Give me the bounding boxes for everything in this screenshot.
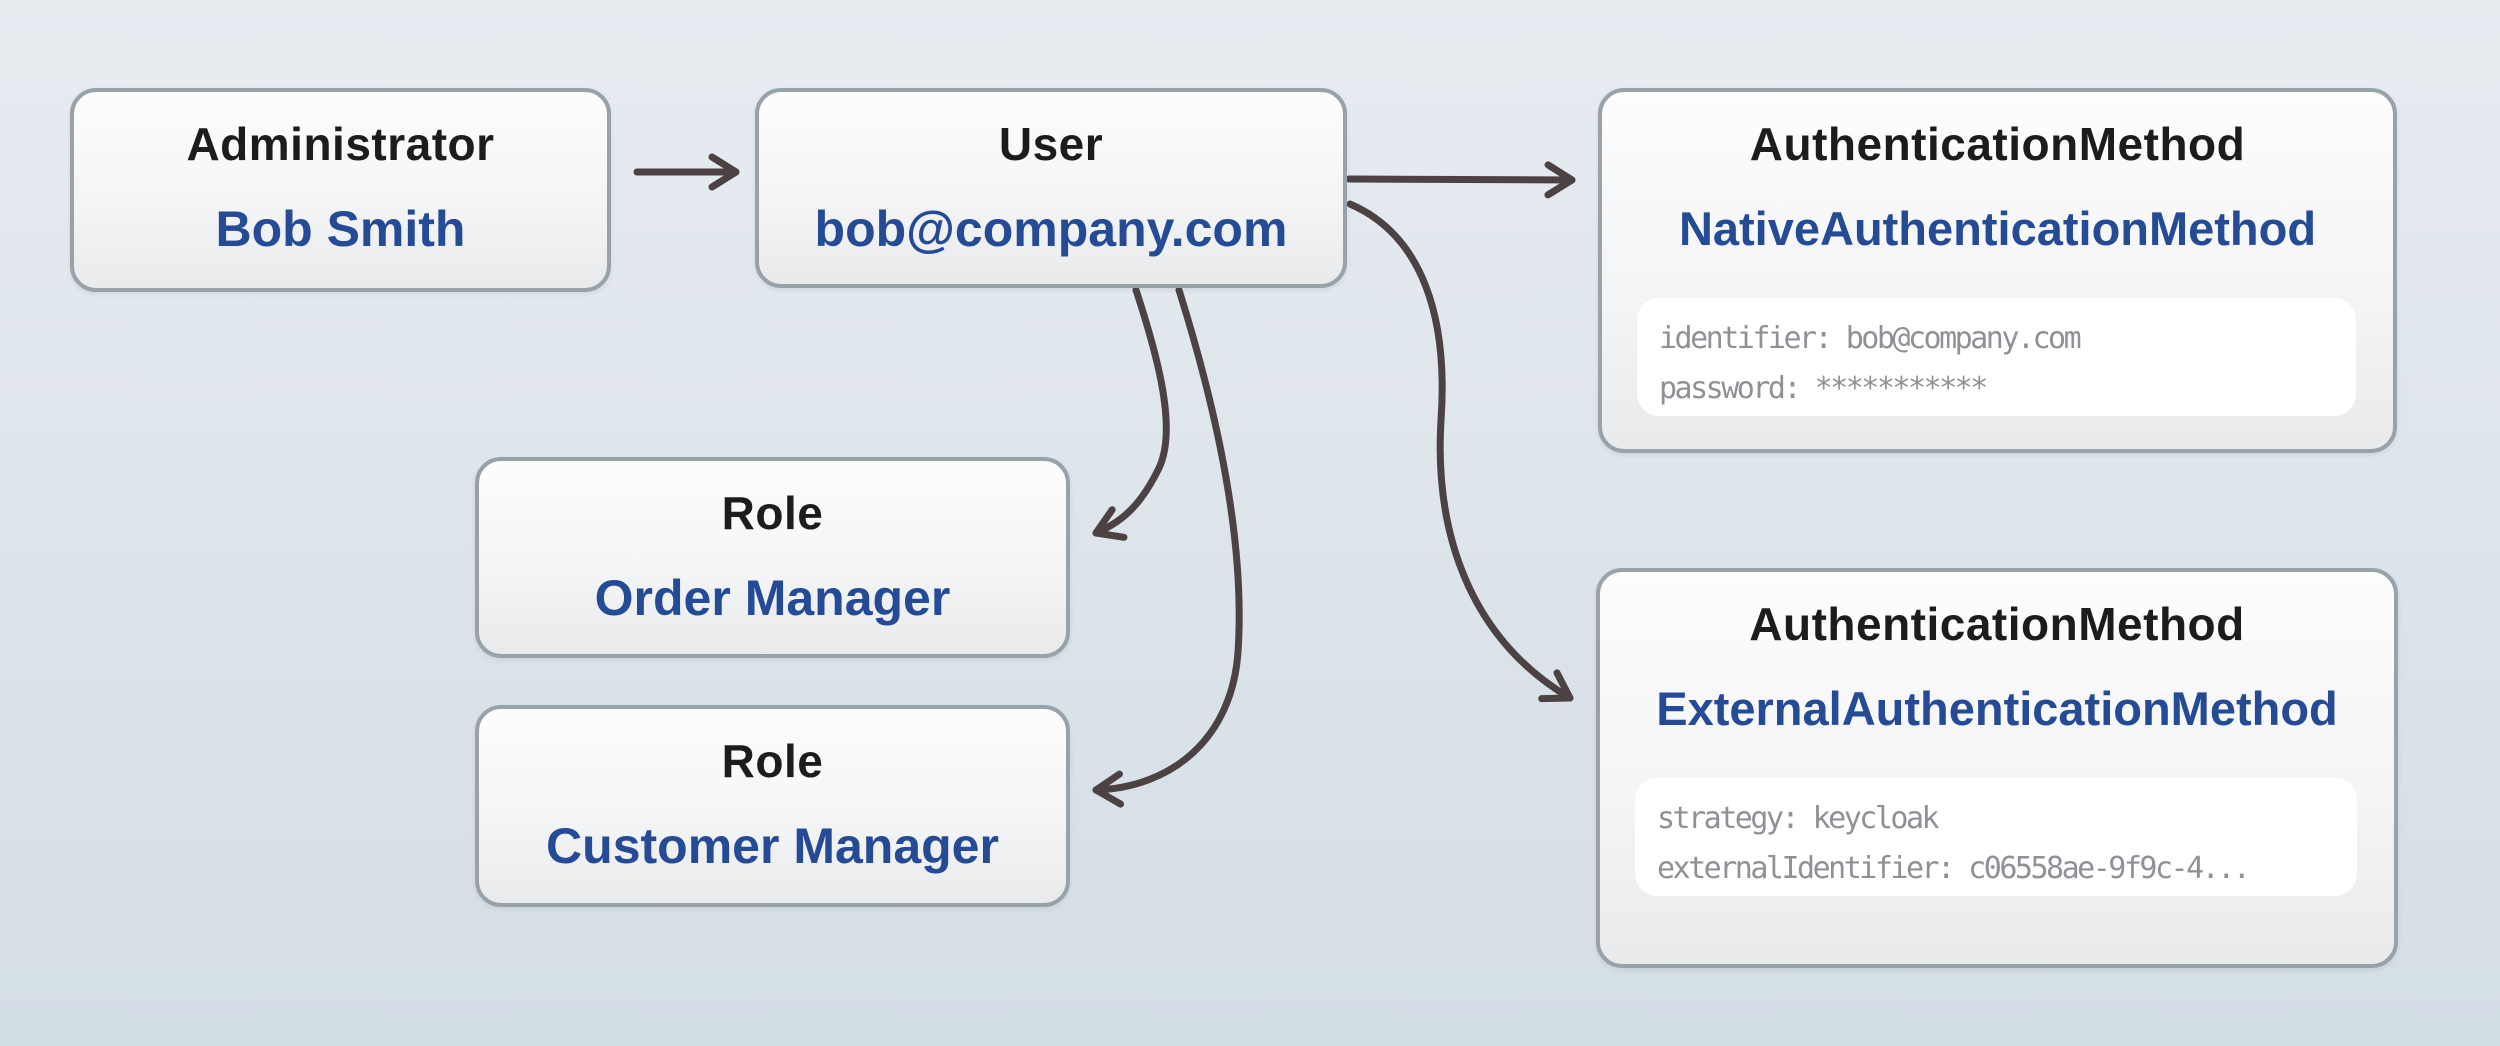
properties-panel: identifier: bob@company.com password: **… [1637, 298, 2356, 416]
node-name-label: Order Manager [594, 570, 951, 626]
node-administrator: Administrator Bob Smith [70, 88, 611, 292]
node-type-label: AuthenticationMethod [1749, 598, 2245, 650]
node-type-label: AuthenticationMethod [1749, 118, 2246, 170]
node-type-label: Administrator [186, 118, 495, 170]
node-role-order-manager: Role Order Manager [475, 457, 1070, 658]
node-name-label: bob@company.com [814, 201, 1288, 257]
properties-panel: strategy: keycloak externalIdentifier: c… [1635, 778, 2357, 896]
property-strategy: strategy: keycloak [1657, 801, 1940, 836]
property-password: password: *********** [1659, 371, 1988, 406]
node-name-label: Bob Smith [215, 201, 466, 257]
edge-user-to-external-auth [1346, 200, 1574, 703]
edge-user-to-native-auth [1345, 161, 1576, 199]
edge-user-to-role-order [1092, 286, 1170, 541]
node-name-label: NativeAuthenticationMethod [1678, 202, 2317, 255]
property-external-identifier: externalIdentifier: c06558ae-9f9c-4... [1657, 851, 2251, 886]
node-external-authentication-method: AuthenticationMethod ExternalAuthenticat… [1596, 568, 2398, 968]
node-type-label: Role [721, 735, 824, 787]
node-native-authentication-method: AuthenticationMethod NativeAuthenticatio… [1598, 88, 2397, 453]
node-type-label: User [998, 118, 1104, 170]
node-user: User bob@company.com [755, 88, 1347, 288]
node-type-label: Role [721, 487, 824, 539]
node-name-label: ExternalAuthenticationMethod [1656, 682, 2338, 735]
edge-user-to-role-customer [1092, 286, 1243, 808]
property-identifier: identifier: bob@company.com [1659, 321, 2082, 356]
node-role-customer-manager: Role Customer Manager [475, 705, 1070, 907]
node-name-label: Customer Manager [546, 818, 999, 874]
